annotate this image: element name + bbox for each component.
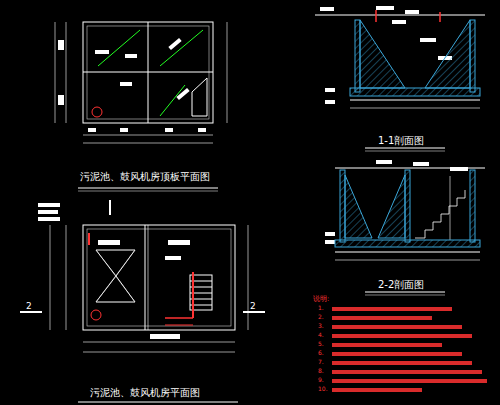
- section-mark: 2: [250, 302, 256, 311]
- note-number: 3.: [318, 323, 324, 329]
- note-number: 2.: [318, 314, 324, 320]
- note-number: 4.: [318, 332, 324, 338]
- section-caption: 1-1剖面图: [378, 136, 424, 146]
- floor-plan: [20, 200, 265, 402]
- illegible-tags: [38, 6, 468, 339]
- section-2-2: [335, 168, 485, 295]
- section-mark: 2: [26, 302, 32, 311]
- note-number: 6.: [318, 350, 324, 356]
- note-number: 9.: [318, 377, 324, 383]
- drawing-caption: 污泥池、鼓风机房平面图: [90, 388, 200, 398]
- note-number: 1.: [318, 305, 324, 311]
- note-number: 7.: [318, 359, 324, 365]
- section-caption: 2-2剖面图: [378, 280, 424, 290]
- note-number: 8.: [318, 368, 324, 374]
- notes-heading: 说明:: [313, 296, 329, 303]
- roof-plan: [55, 22, 227, 191]
- note-number: 5.: [318, 341, 324, 347]
- drawing-caption: 污泥池、鼓风机房顶板平面图: [80, 172, 210, 182]
- section-1-1: [315, 10, 485, 151]
- notes-text-blocks: [332, 307, 487, 392]
- note-number: 10.: [318, 386, 328, 392]
